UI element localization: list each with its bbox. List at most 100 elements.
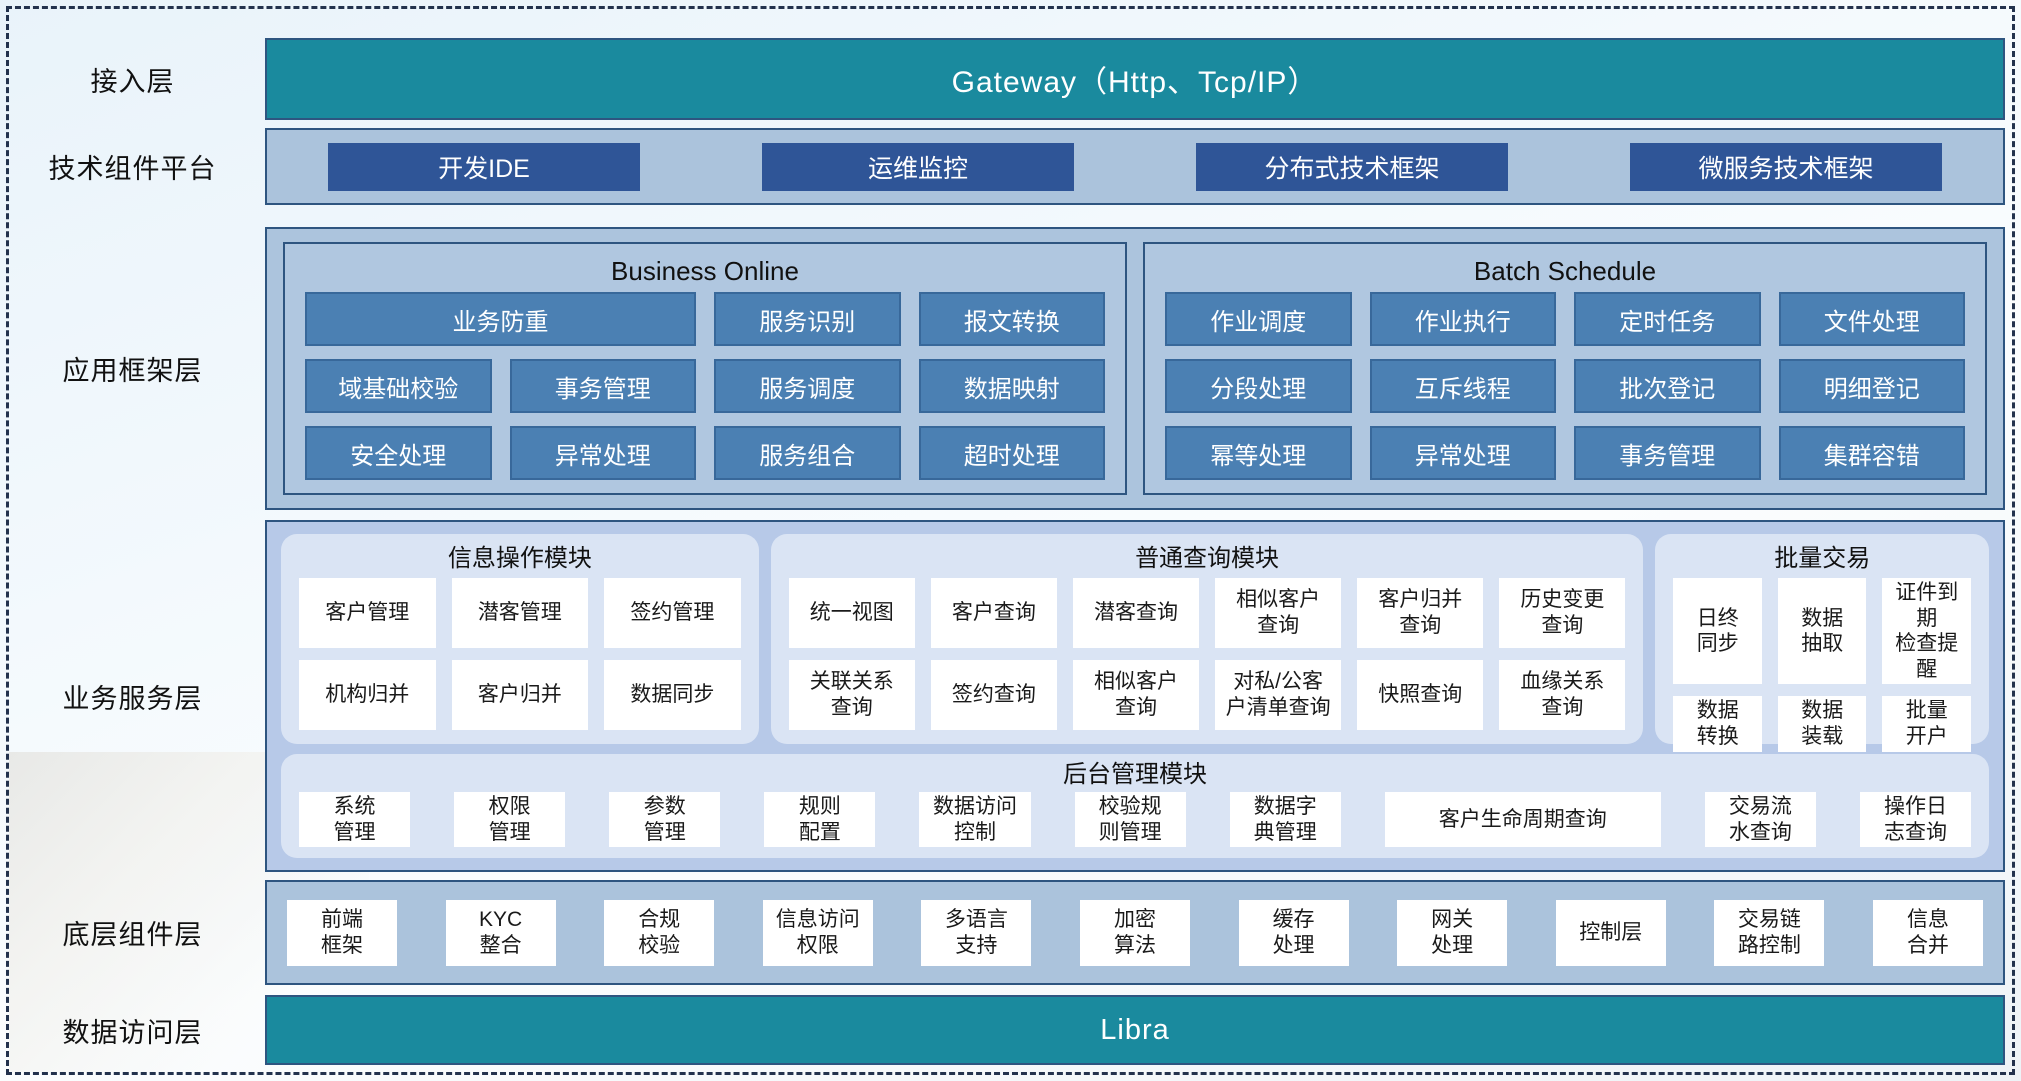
business-service-panel: 信息操作模块 客户管理 潜客管理 签约管理 机构归并 客户归并 bbox=[265, 520, 2005, 872]
admin-module-row: 系统 管理 权限 管理 参数 管理 规则 配置 数据访问 控制 校验规 则管理 … bbox=[299, 792, 1972, 848]
admin-item: 参数 管理 bbox=[609, 792, 721, 848]
framework-item: 幂等处理 bbox=[1165, 426, 1352, 480]
framework-item: 明细登记 bbox=[1778, 359, 1965, 413]
layer-data-access: 数据访问层 Libra bbox=[0, 995, 2005, 1065]
layer-app-framework: 应用框架层 Business Online 业务防重 服务识别 报文转换 域基础… bbox=[0, 227, 2005, 510]
service-item: 历史变更 查询 bbox=[1499, 578, 1626, 648]
layer-tech-platform: 技术组件平台 开发IDE 运维监控 分布式技术框架 微服务技术框架 bbox=[0, 128, 2005, 205]
admin-item: 数据字 典管理 bbox=[1229, 792, 1341, 848]
service-item: 对私/公客 户清单查询 bbox=[1215, 660, 1342, 730]
framework-item: 服务调度 bbox=[714, 359, 901, 413]
service-item: 证件到期 检查提醒 bbox=[1882, 578, 1971, 685]
framework-item: 互斥线程 bbox=[1369, 359, 1556, 413]
framework-item: 服务识别 bbox=[714, 292, 901, 346]
common-query-title: 普通查询模块 bbox=[1135, 545, 1280, 572]
base-component-item: 网关 处理 bbox=[1397, 899, 1508, 966]
admin-item: 交易流 水查询 bbox=[1704, 792, 1816, 848]
framework-item: 超时处理 bbox=[918, 426, 1105, 480]
service-item: 机构归并 bbox=[299, 660, 436, 730]
base-component-item: KYC 整合 bbox=[445, 899, 556, 966]
service-modules-row: 信息操作模块 客户管理 潜客管理 签约管理 机构归并 客户归并 bbox=[281, 534, 1989, 752]
tech-platform-panel: 开发IDE 运维监控 分布式技术框架 微服务技术框架 bbox=[265, 128, 2005, 205]
service-item: 潜客管理 bbox=[451, 578, 589, 648]
info-operation-module: 信息操作模块 客户管理 潜客管理 签约管理 机构归并 客户归并 bbox=[281, 534, 759, 744]
business-online-grid: 业务防重 服务识别 报文转换 域基础校验 事务管理 服务调度 数据映射 安全处 bbox=[305, 292, 1105, 480]
batch-trade-module: 批量交易 日终 同步 数据 抽取 证件到期 检查提醒 数据 转换 数据 装载 bbox=[1655, 534, 1989, 752]
framework-item: 作业执行 bbox=[1369, 292, 1556, 346]
admin-item: 校验规 则管理 bbox=[1074, 792, 1186, 848]
service-item: 数据同步 bbox=[604, 660, 741, 730]
service-item: 签约查询 bbox=[930, 660, 1057, 730]
layer-label-base-components: 底层组件层 bbox=[62, 920, 203, 950]
admin-item: 客户生命周期查询 bbox=[1384, 792, 1661, 848]
layer-label-app-framework: 应用框架层 bbox=[62, 356, 203, 386]
framework-item: 批次登记 bbox=[1574, 359, 1761, 413]
tech-platform-item: 分布式技术框架 bbox=[1195, 142, 1509, 191]
base-component-item: 缓存 处理 bbox=[1238, 899, 1349, 966]
service-item: 客户归并 查询 bbox=[1357, 578, 1484, 648]
framework-item: 报文转换 bbox=[918, 292, 1105, 346]
framework-item: 域基础校验 bbox=[305, 359, 492, 413]
service-item: 批量 开户 bbox=[1882, 696, 1971, 752]
gateway-bar: Gateway（Http、Tcp/IP） bbox=[265, 38, 2005, 120]
batch-schedule-title: Batch Schedule bbox=[1473, 256, 1657, 286]
base-components-panel: 前端 框架 KYC 整合 合规 校验 信息访问 权限 多语言 支持 加密 算法 … bbox=[265, 880, 2005, 985]
batch-schedule-grid: 作业调度 作业执行 定时任务 文件处理 分段处理 互斥线程 批次登记 明细登记 bbox=[1165, 292, 1965, 480]
layer-access: 接入层 Gateway（Http、Tcp/IP） bbox=[0, 38, 2005, 120]
app-framework-panel: Business Online 业务防重 服务识别 报文转换 域基础校验 事务管… bbox=[265, 227, 2005, 510]
service-item: 关联关系 查询 bbox=[788, 660, 915, 730]
service-item: 日终 同步 bbox=[1673, 578, 1762, 685]
service-item: 签约管理 bbox=[604, 578, 741, 648]
layer-label-business-service: 业务服务层 bbox=[62, 683, 203, 714]
service-item: 数据 装载 bbox=[1777, 696, 1867, 752]
framework-item: 数据映射 bbox=[918, 359, 1105, 413]
framework-item: 事务管理 bbox=[1574, 426, 1761, 480]
framework-item: 事务管理 bbox=[509, 359, 696, 413]
info-operation-title: 信息操作模块 bbox=[447, 545, 592, 572]
layer-business-service: 业务服务层 信息操作模块 客户管理 潜客管理 签约管理 机构归并 bbox=[0, 520, 2005, 872]
framework-item: 集群容错 bbox=[1778, 426, 1965, 480]
base-component-item: 合规 校验 bbox=[604, 899, 715, 966]
framework-item: 服务组合 bbox=[714, 426, 901, 480]
batch-schedule-group: Batch Schedule 作业调度 作业执行 定时任务 文件处理 分段处理 … bbox=[1143, 242, 1987, 495]
service-item: 血缘关系 查询 bbox=[1499, 660, 1626, 730]
business-online-group: Business Online 业务防重 服务识别 报文转换 域基础校验 事务管… bbox=[283, 242, 1127, 495]
service-item: 统一视图 bbox=[788, 578, 915, 648]
service-item: 客户管理 bbox=[299, 578, 436, 648]
base-component-item: 信息访问 权限 bbox=[762, 899, 873, 966]
service-item: 相似客户 查询 bbox=[1072, 660, 1200, 730]
service-item: 客户查询 bbox=[930, 578, 1057, 648]
framework-item: 异常处理 bbox=[509, 426, 696, 480]
admin-item: 规则 配置 bbox=[764, 792, 876, 848]
base-component-item: 交易链 路控制 bbox=[1714, 899, 1825, 966]
admin-module: 后台管理模块 系统 管理 权限 管理 参数 管理 规则 配置 数据访问 控制 校… bbox=[281, 754, 1989, 858]
layer-label-access: 接入层 bbox=[90, 66, 175, 97]
admin-module-title: 后台管理模块 bbox=[1063, 761, 1207, 788]
tech-platform-item: 运维监控 bbox=[761, 142, 1075, 191]
tech-platform-item: 开发IDE bbox=[327, 142, 641, 191]
batch-trade-grid: 日终 同步 数据 抽取 证件到期 检查提醒 数据 转换 数据 装载 批量 开户 bbox=[1673, 578, 1971, 752]
common-query-grid: 统一视图 客户查询 潜客查询 相似客户 查询 客户归并 查询 历史变更 查询 bbox=[788, 578, 1626, 730]
common-query-module: 普通查询模块 统一视图 客户查询 潜客查询 相似客户 查询 客户归并 查询 bbox=[770, 534, 1644, 744]
framework-item: 安全处理 bbox=[305, 426, 492, 480]
service-item: 潜客查询 bbox=[1072, 578, 1200, 648]
framework-item: 分段处理 bbox=[1165, 359, 1352, 413]
batch-trade-title: 批量交易 bbox=[1774, 545, 1871, 572]
business-online-title: Business Online bbox=[611, 256, 799, 286]
admin-item: 数据访问 控制 bbox=[919, 792, 1031, 848]
framework-item: 业务防重 bbox=[305, 292, 696, 346]
admin-item: 操作日 志查询 bbox=[1859, 792, 1972, 848]
admin-item: 系统 管理 bbox=[299, 792, 411, 848]
info-operation-grid: 客户管理 潜客管理 签约管理 机构归并 客户归并 数据同步 bbox=[299, 578, 741, 730]
service-item: 数据 抽取 bbox=[1777, 578, 1867, 685]
base-component-item: 控制层 bbox=[1555, 899, 1666, 966]
base-component-item: 前端 框架 bbox=[287, 899, 397, 966]
framework-item: 文件处理 bbox=[1778, 292, 1965, 346]
layer-base-components: 底层组件层 前端 框架 KYC 整合 合规 校验 信息访问 权限 多语言 支持 … bbox=[0, 880, 2005, 985]
service-item: 数据 转换 bbox=[1673, 696, 1762, 752]
base-component-item: 加密 算法 bbox=[1079, 899, 1190, 966]
service-item: 相似客户 查询 bbox=[1215, 578, 1342, 648]
layer-label-data-access: 数据访问层 bbox=[62, 1017, 203, 1048]
framework-item: 作业调度 bbox=[1165, 292, 1352, 346]
